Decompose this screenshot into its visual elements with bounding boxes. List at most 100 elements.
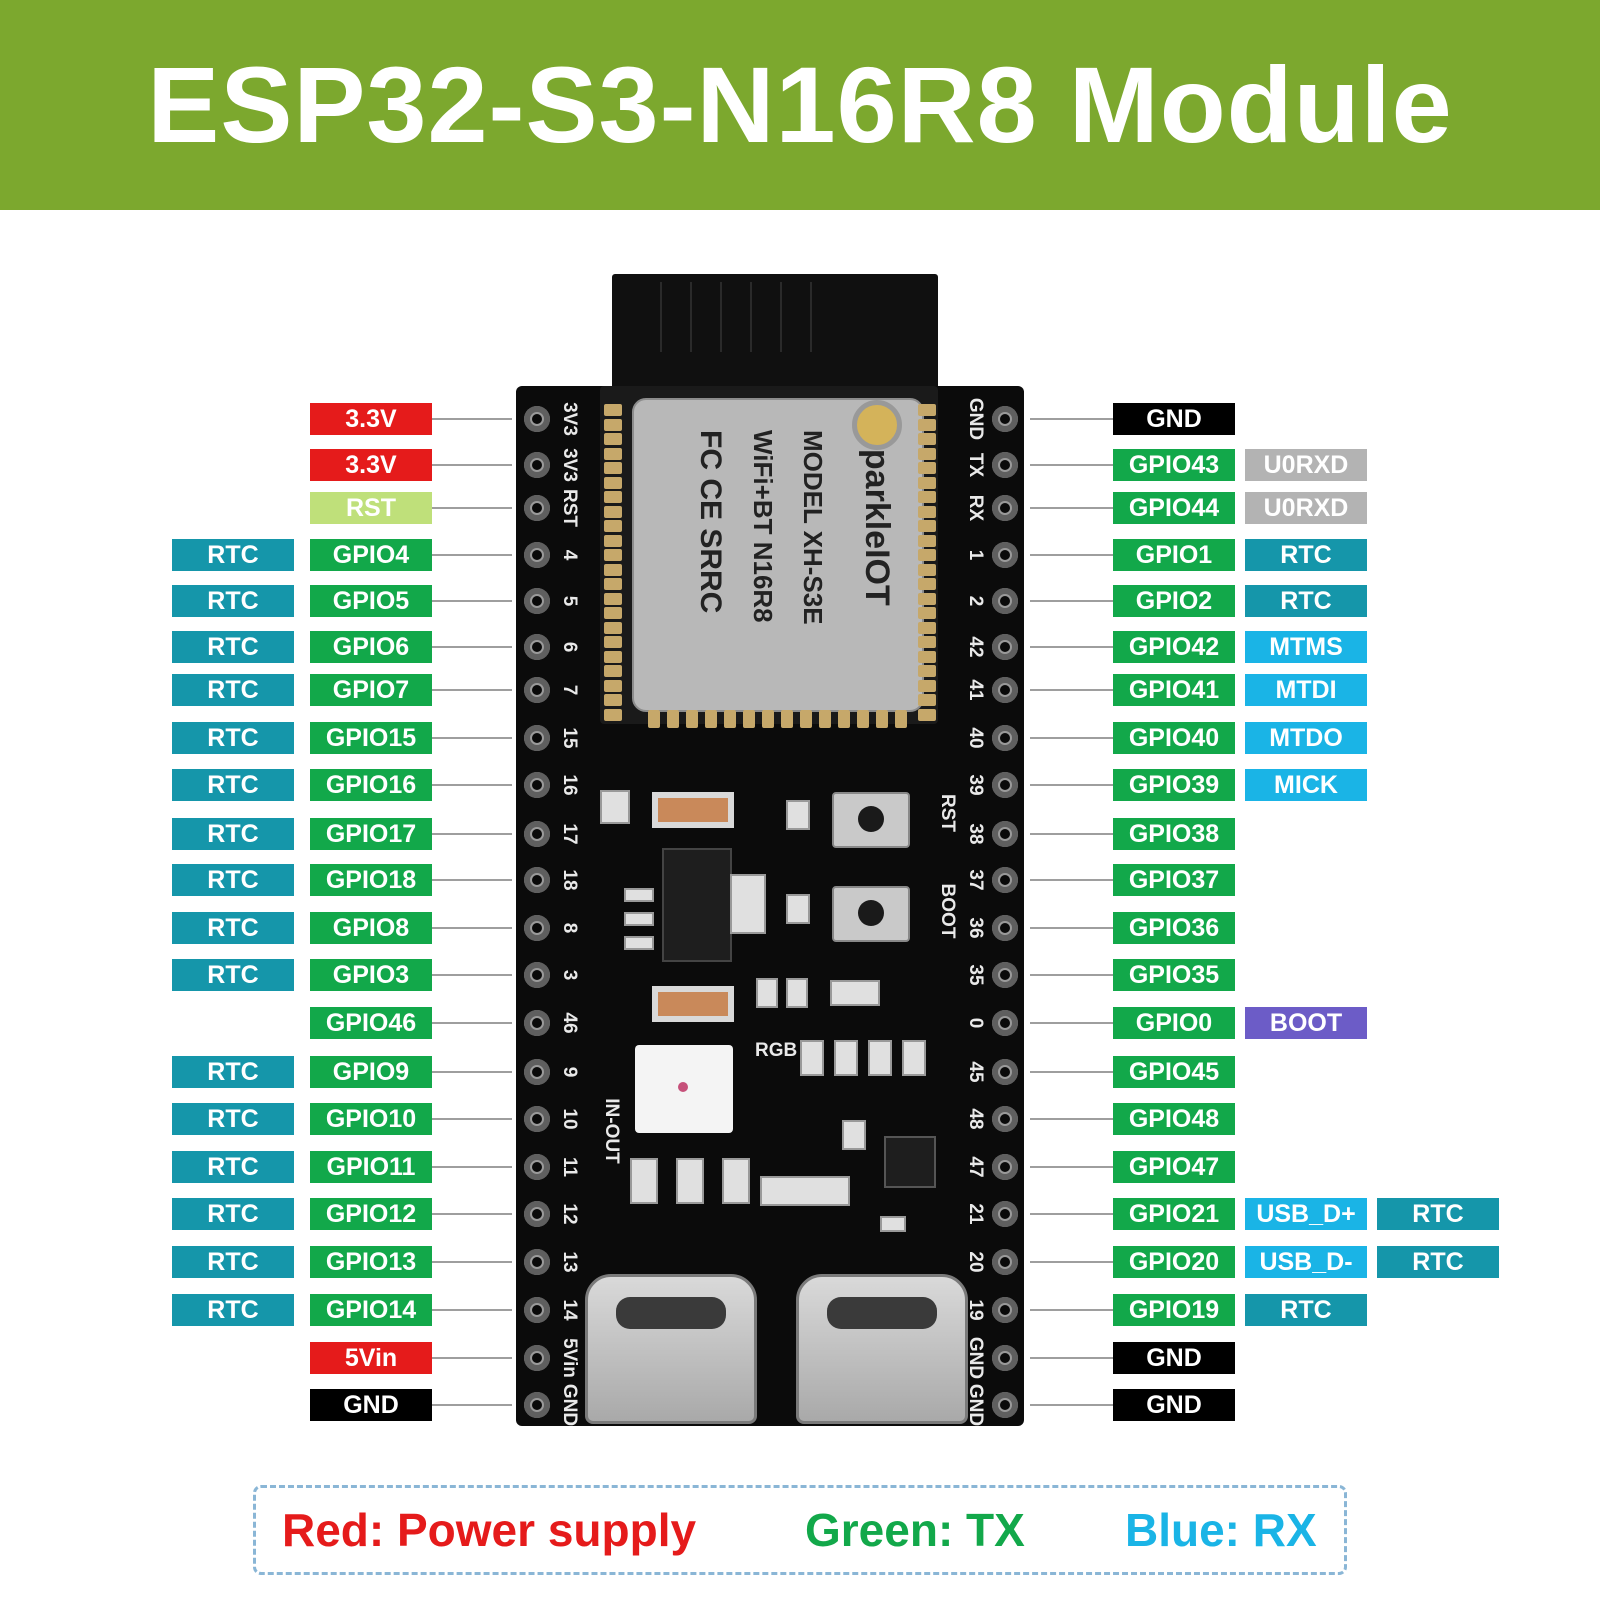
pin-silkscreen: 8 (559, 922, 580, 934)
smd-component (834, 1040, 858, 1076)
left-pin-rtc-tag: RTC (172, 1294, 294, 1326)
right-pin-gpio47: GPIO47 (1113, 1151, 1235, 1183)
legend-rx: Blue: RX (1125, 1504, 1317, 1556)
tantalum-capacitor (652, 792, 734, 828)
pin-leader-line (432, 1118, 512, 1120)
left-pin-gpio4: GPIO4 (310, 539, 432, 571)
header-pin-center (532, 780, 542, 790)
left-pin-gpio7: GPIO7 (310, 674, 432, 706)
boot-button[interactable] (832, 886, 910, 942)
right-pin-gpio20: GPIO20 (1113, 1246, 1235, 1278)
antenna-trace (720, 282, 722, 352)
module-pad (918, 520, 936, 532)
tantalum-capacitor (652, 986, 734, 1022)
usb-c-port-right[interactable] (796, 1274, 968, 1424)
module-pad (918, 549, 936, 561)
right-pin-function-tag: USB_D- (1245, 1246, 1367, 1278)
right-pin-gpio35: GPIO35 (1113, 959, 1235, 991)
smd-component (600, 790, 630, 824)
pin-silkscreen: GND (559, 1383, 580, 1427)
boot-button-cap[interactable] (858, 900, 884, 926)
regulator-tab (730, 874, 766, 934)
header-pin-center (532, 1305, 542, 1315)
right-pin-gpio37: GPIO37 (1113, 864, 1235, 896)
module-pad (604, 520, 622, 532)
right-pin-function-tag: MTDI (1245, 674, 1367, 706)
antenna-trace (780, 282, 782, 352)
module-pad (918, 563, 936, 576)
header-pin-center (532, 685, 542, 695)
right-pin-gpio39: GPIO39 (1113, 769, 1235, 801)
pin-leader-line (432, 1166, 512, 1168)
pin-leader-line (1030, 1071, 1113, 1073)
right-pin-gnd: GND (1113, 403, 1235, 435)
right-pin-gpio0: GPIO0 (1113, 1007, 1235, 1039)
right-pin-function-tag: RTC (1245, 585, 1367, 617)
module-pad (604, 665, 622, 677)
pin-leader-line (432, 646, 512, 648)
module-pad (918, 607, 936, 619)
module-pad (604, 708, 622, 721)
module-pad (781, 710, 793, 728)
header-pin-center (1000, 923, 1010, 933)
header-pin-center (1000, 1018, 1010, 1028)
pin-leader-line (1030, 1213, 1113, 1215)
module-pad (604, 404, 622, 416)
resistor-array (760, 1176, 850, 1206)
pin-leader-line (432, 689, 512, 691)
module-pad (604, 607, 622, 619)
left-pin-rtc-tag: RTC (172, 722, 294, 754)
pin-leader-line (1030, 507, 1113, 509)
pin-leader-line (1030, 689, 1113, 691)
right-pin-gpio21: GPIO21 (1113, 1198, 1235, 1230)
pin-leader-line (432, 507, 512, 509)
module-pad (819, 710, 831, 728)
diode (722, 1158, 750, 1204)
pin-leader-line (1030, 974, 1113, 976)
rst-button-cap[interactable] (858, 806, 884, 832)
pin-leader-line (1030, 927, 1113, 929)
module-pad (918, 694, 936, 706)
regulator-pin (624, 888, 654, 902)
pin-silkscreen: 13 (559, 1251, 580, 1273)
left-pin-rtc-tag: RTC (172, 539, 294, 571)
module-pad (604, 694, 622, 706)
pin-silkscreen: 7 (559, 684, 580, 696)
pin-leader-line (1030, 1261, 1113, 1263)
module-pad (604, 549, 622, 561)
pin-leader-line (432, 784, 512, 786)
header-pin-center (1000, 642, 1010, 652)
usb-c-port-left[interactable] (585, 1274, 757, 1424)
left-pin-rtc-tag: RTC (172, 818, 294, 850)
module-markings: sparkleIOT MODEL XH-S3E WiFi+BT N16R8 FC… (694, 430, 896, 625)
left-pin-gpio10: GPIO10 (310, 1103, 432, 1135)
left-pin-3-3v: 3.3V (310, 449, 432, 481)
module-pad (876, 710, 888, 728)
voltage-regulator (662, 848, 732, 962)
module-pad (857, 710, 869, 728)
pin-leader-line (432, 1404, 512, 1406)
module-variant: WiFi+BT N16R8 (748, 430, 778, 623)
pin-silkscreen: RST (559, 489, 580, 527)
right-pin-gpio43: GPIO43 (1113, 449, 1235, 481)
pin-leader-line (432, 1071, 512, 1073)
module-pad (604, 679, 622, 692)
module-pad (604, 505, 622, 518)
module-pad (918, 491, 936, 503)
right-pin-function-tag: U0RXD (1245, 449, 1367, 481)
header-pin-center (1000, 1067, 1010, 1077)
header-pin-center (532, 1114, 542, 1124)
pin-silkscreen: GND (965, 1383, 986, 1427)
module-pad (918, 636, 936, 648)
header-pin-center (1000, 970, 1010, 980)
right-pin-function-tag: RTC (1245, 1294, 1367, 1326)
pin-leader-line (1030, 600, 1113, 602)
module-pad (838, 710, 850, 728)
left-pin-rtc-tag: RTC (172, 864, 294, 896)
diode (630, 1158, 658, 1204)
pin-leader-line (432, 554, 512, 556)
right-pin-gpio44: GPIO44 (1113, 492, 1235, 524)
pin-silkscreen: 36 (965, 917, 986, 939)
smd-component (902, 1040, 926, 1076)
module-pad (918, 665, 936, 677)
